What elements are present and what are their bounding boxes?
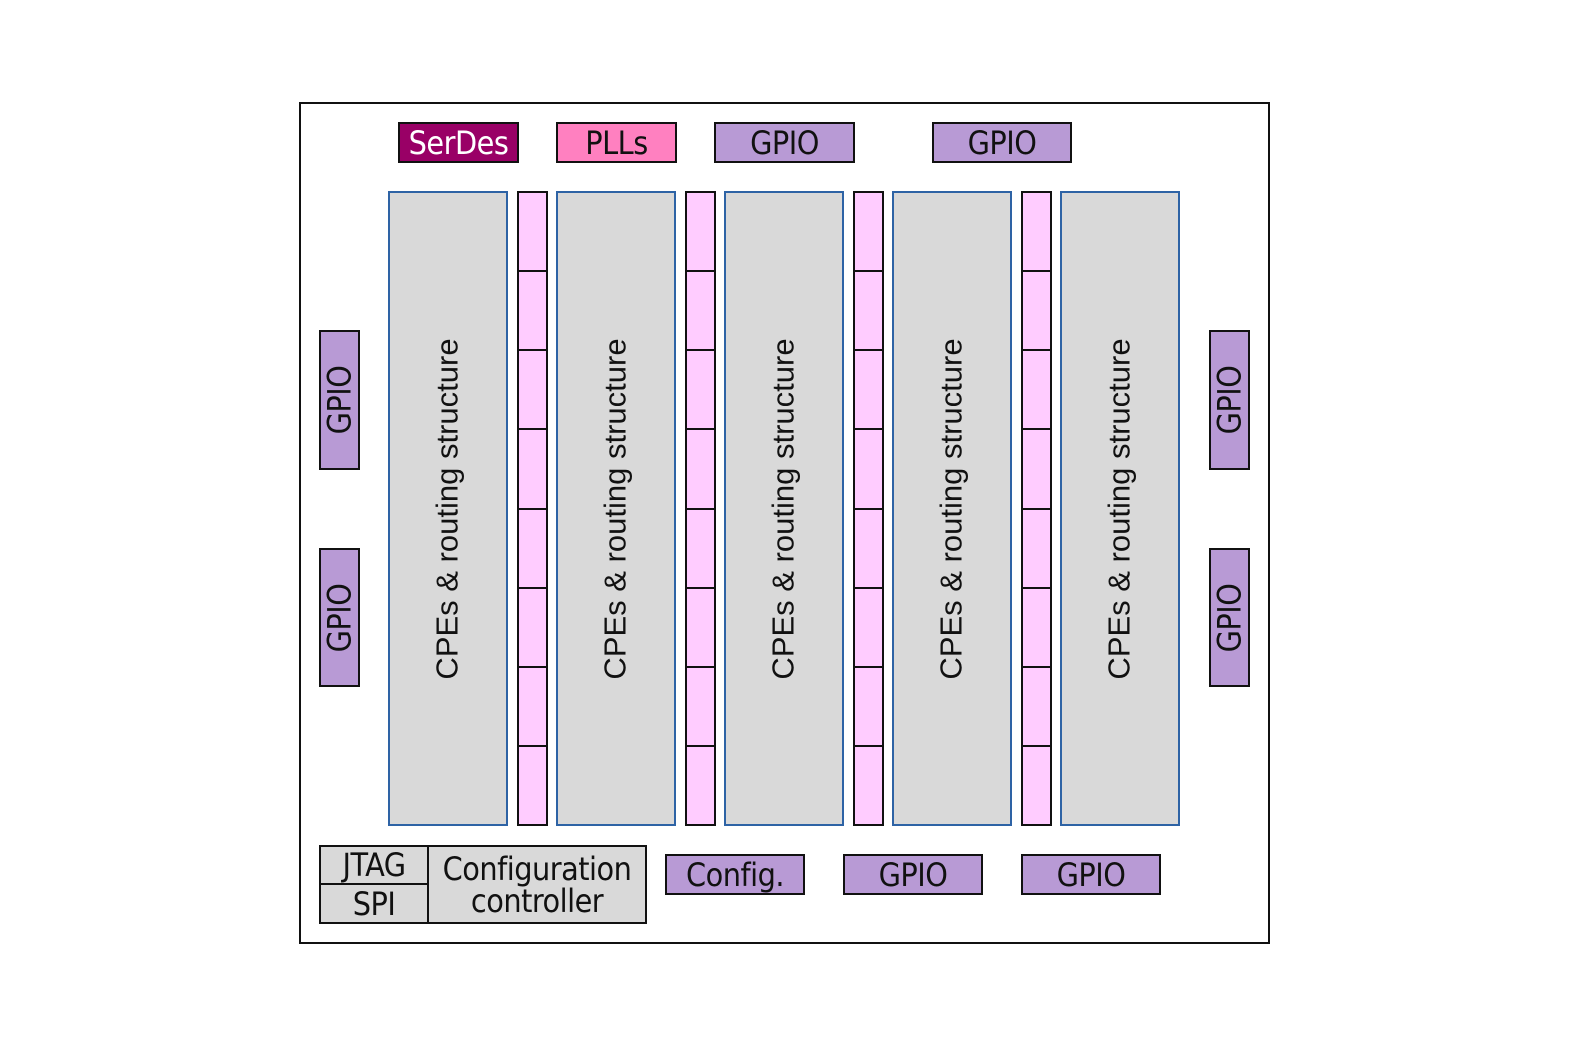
config-block: Config. (665, 854, 805, 895)
gpio-block-right-2: GPIO (1209, 548, 1250, 687)
cpe-routing-label: CPEs & routing structure (1102, 337, 1138, 680)
gpio-block-left-2: GPIO (319, 548, 360, 687)
serdes-block: SerDes (398, 122, 519, 163)
cpe-routing-column-3: CPEs & routing structure (724, 191, 844, 826)
bram-cell (855, 744, 882, 824)
gpio-label: GPIO (750, 123, 819, 162)
gpio-block-right-1: GPIO (1209, 330, 1250, 470)
bram-cell (855, 349, 882, 429)
serdes-label: SerDes (408, 123, 509, 162)
gpio-block-bottom-1: GPIO (843, 854, 983, 895)
gpio-block-top-1: GPIO (714, 122, 855, 163)
cpe-routing-column-5: CPEs & routing structure (1060, 191, 1180, 826)
bram-cell (1023, 349, 1050, 429)
bram-cell (519, 744, 546, 824)
bram-cell (1023, 428, 1050, 508)
cpe-routing-label: CPEs & routing structure (598, 337, 634, 680)
bram-cell (855, 428, 882, 508)
bram-cell (519, 665, 546, 745)
gpio-label: GPIO (878, 855, 948, 894)
bram-cell (687, 428, 714, 508)
spi-label: SPI (352, 884, 396, 923)
bram-cell (519, 428, 546, 508)
plls-block: PLLs (556, 122, 677, 163)
gpio-block-left-1: GPIO (319, 330, 360, 470)
cpe-routing-column-4: CPEs & routing structure (892, 191, 1012, 826)
cpe-routing-label: CPEs & routing structure (766, 337, 802, 680)
bram-cell (687, 586, 714, 666)
gpio-label: GPIO (1210, 583, 1249, 652)
bram-cell (1023, 193, 1050, 271)
cpe-routing-label: CPEs & routing structure (934, 337, 970, 680)
cpe-routing-column-2: CPEs & routing structure (556, 191, 676, 826)
gpio-block-bottom-2: GPIO (1021, 854, 1161, 895)
bram-cell (519, 349, 546, 429)
configuration-controller-label-line2: controller (470, 881, 604, 920)
bram-cell (519, 270, 546, 350)
bram-cell (1023, 586, 1050, 666)
bram-cell (519, 193, 546, 271)
bram-cell (855, 193, 882, 271)
configuration-controller-block: Configuration controller (427, 845, 647, 924)
spi-block: SPI (319, 883, 429, 924)
bram-cell (1023, 270, 1050, 350)
gpio-label: GPIO (1210, 365, 1249, 435)
bram-column-1 (517, 191, 548, 826)
jtag-block: JTAG (319, 845, 429, 885)
bram-cell (687, 349, 714, 429)
bram-cell (1023, 665, 1050, 745)
bram-cell (687, 744, 714, 824)
gpio-label: GPIO (320, 365, 359, 435)
plls-label: PLLs (585, 123, 648, 162)
gpio-label: GPIO (320, 583, 359, 652)
jtag-label: JTAG (342, 846, 406, 884)
bram-cell (687, 665, 714, 745)
bram-cell (1023, 507, 1050, 587)
bram-cell (855, 586, 882, 666)
bram-cell (1023, 744, 1050, 824)
bram-cell (687, 270, 714, 350)
bram-cell (519, 507, 546, 587)
bram-cell (687, 193, 714, 271)
bram-cell (519, 586, 546, 666)
configuration-controller-label-line1: Configuration (442, 849, 632, 888)
bram-column-3 (853, 191, 884, 826)
config-label: Config. (685, 855, 785, 894)
bram-cell (687, 507, 714, 587)
gpio-label: GPIO (967, 123, 1037, 162)
cpe-routing-column-1: CPEs & routing structure (388, 191, 508, 826)
gpio-block-top-2: GPIO (932, 122, 1072, 163)
bram-cell (855, 665, 882, 745)
bram-cell (855, 270, 882, 350)
cpe-routing-label: CPEs & routing structure (430, 337, 466, 680)
bram-column-2 (685, 191, 716, 826)
gpio-label: GPIO (1056, 855, 1126, 894)
bram-cell (855, 507, 882, 587)
bram-column-4 (1021, 191, 1052, 826)
